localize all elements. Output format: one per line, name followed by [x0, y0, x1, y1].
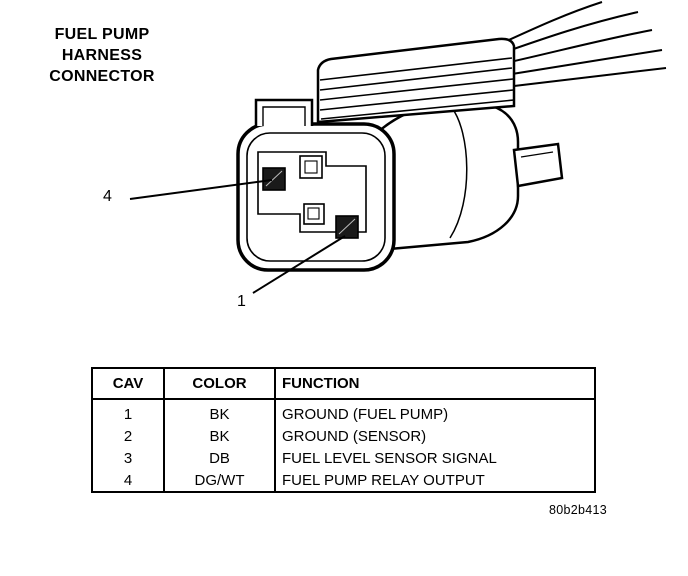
header-row: CAV COLOR FUNCTION: [92, 368, 595, 400]
callout-leader-lines: [129, 179, 346, 294]
title-line-3: CONNECTOR: [49, 68, 155, 86]
col-header-color: COLOR: [163, 368, 275, 400]
cell-function: GROUND (SENSOR): [274, 425, 595, 447]
cavity-2: [299, 155, 323, 179]
title-line-1: FUEL PUMP: [54, 26, 150, 43]
connector-face: [236, 122, 396, 272]
cavity-plate: [257, 151, 367, 239]
cell-color: DB: [163, 447, 275, 469]
col-header-function: FUNCTION: [274, 368, 595, 400]
cell-function: FUEL LEVEL SENSOR SIGNAL: [274, 447, 595, 469]
cell-function: GROUND (FUEL PUMP): [274, 399, 595, 425]
lock-tab: [512, 142, 564, 188]
wire-lines: [499, 1, 667, 87]
ribbed-strap: [316, 37, 516, 124]
figure-code: 80b2b413: [549, 503, 608, 517]
callout-1-label: 1: [237, 293, 246, 310]
connector-body: [376, 100, 520, 252]
title-line-2: HARNESS: [61, 47, 143, 65]
cell-color: DG/WT: [163, 469, 275, 492]
col-header-cav: CAV: [92, 368, 164, 400]
cell-cav: 3: [123, 449, 133, 467]
leader-line-4: [129, 179, 273, 200]
cell-function: FUEL PUMP RELAY OUTPUT: [274, 469, 595, 492]
callout-4-label: 4: [103, 188, 112, 205]
connector-drawing: [129, 1, 667, 294]
cell-color: BK: [163, 425, 275, 447]
leader-line-1: [252, 235, 346, 294]
latch-tab: [254, 98, 314, 126]
cell-cav: 2: [123, 427, 133, 445]
cell-color: BK: [163, 399, 275, 425]
cell-cav: 4: [123, 471, 133, 489]
cell-cav: 1: [123, 405, 133, 423]
diagram-title: FUEL PUMP HARNESS CONNECTOR: [26, 24, 178, 87]
cavity-3: [303, 203, 325, 225]
pinout-table-head: CAV COLOR FUNCTION: [92, 368, 595, 400]
